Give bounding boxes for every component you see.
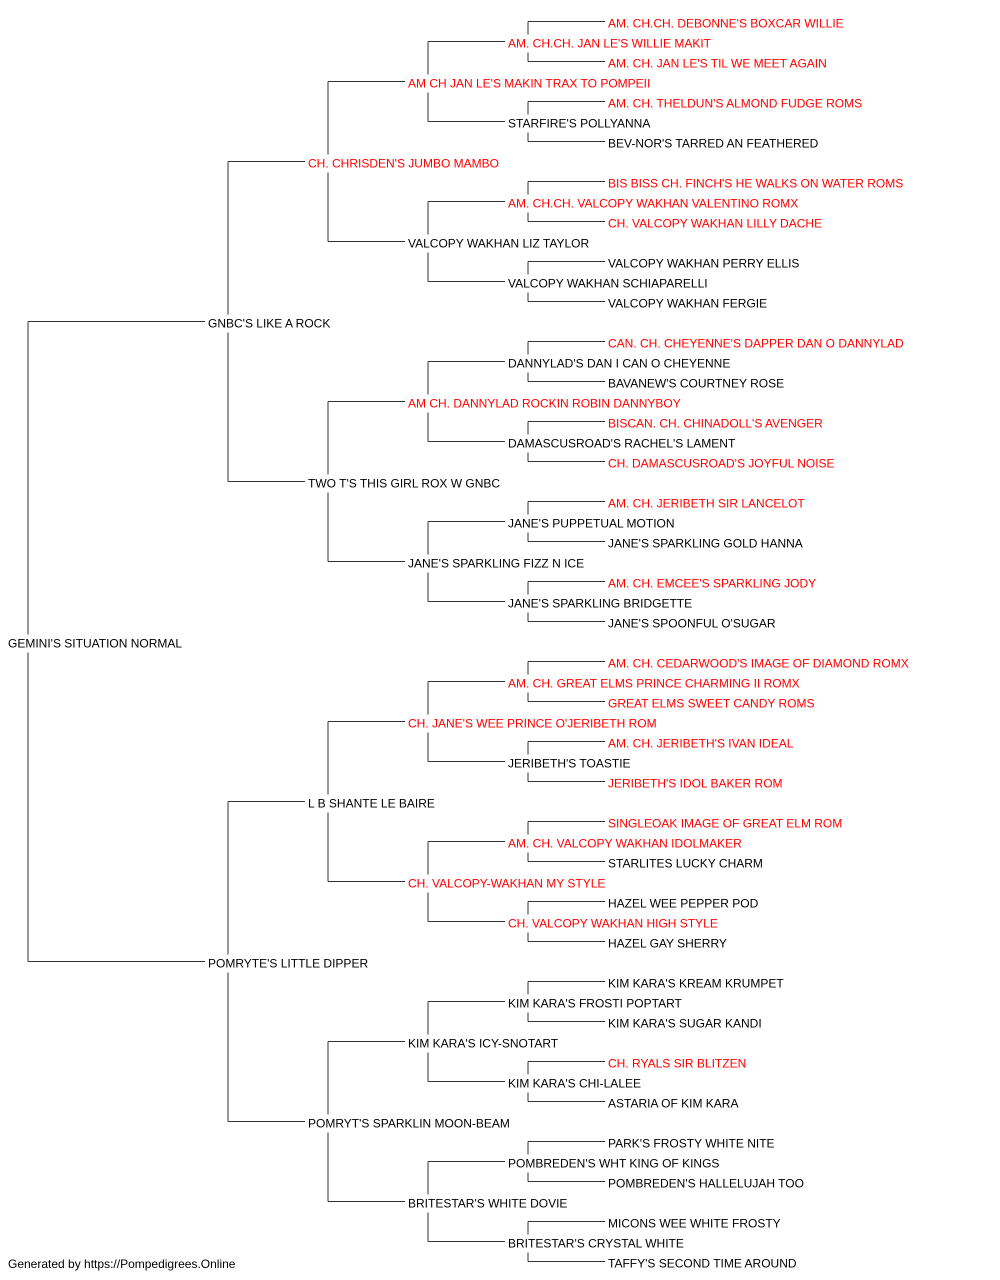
pedigree-name-gen4: STARFIRE'S POLLYANNA [508, 117, 650, 131]
pedigree-name-gen5: MICONS WEE WHITE FROSTY [608, 1217, 781, 1231]
pedigree-name-gen5: AM. CH. JERIBETH'S IVAN IDEAL [608, 737, 794, 751]
pedigree-name-gen4: AM. CH.CH. VALCOPY WAKHAN VALENTINO ROMX [508, 197, 798, 211]
pedigree-name-gen4: BRITESTAR'S CRYSTAL WHITE [508, 1237, 684, 1251]
pedigree-name-gen5: JANE'S SPOONFUL O'SUGAR [608, 617, 776, 631]
pedigree-name-gen2: TWO T'S THIS GIRL ROX W GNBC [308, 477, 500, 491]
pedigree-name-gen4: CH. VALCOPY WAKHAN HIGH STYLE [508, 917, 718, 931]
pedigree-name-gen5: TAFFY'S SECOND TIME AROUND [608, 1257, 797, 1271]
pedigree-name-gen3: VALCOPY WAKHAN LIZ TAYLOR [408, 237, 589, 251]
pedigree-name-gen3: CH. VALCOPY-WAKHAN MY STYLE [408, 877, 605, 891]
pedigree-name-gen5: CH. RYALS SIR BLITZEN [608, 1057, 746, 1071]
pedigree-name-gen5: PARK'S FROSTY WHITE NITE [608, 1137, 775, 1151]
pedigree-name-gen5: BAVANEW'S COURTNEY ROSE [608, 377, 784, 391]
pedigree-name-gen4: JANE'S SPARKLING BRIDGETTE [508, 597, 692, 611]
pedigree-name-gen2: CH. CHRISDEN'S JUMBO MAMBO [308, 157, 499, 171]
pedigree-name-gen5: AM. CH. JERIBETH SIR LANCELOT [608, 497, 805, 511]
pedigree-name-gen5: BIS BISS CH. FINCH'S HE WALKS ON WATER R… [608, 177, 903, 191]
pedigree-name-gen5: AM. CH. THELDUN'S ALMOND FUDGE ROMS [608, 97, 862, 111]
pedigree-name-gen2: L B SHANTE LE BAIRE [308, 797, 435, 811]
pedigree-name-gen5: KIM KARA'S SUGAR KANDI [608, 1017, 762, 1031]
pedigree-name-gen3: AM CH. DANNYLAD ROCKIN ROBIN DANNYBOY [408, 397, 681, 411]
pedigree-name-gen5: VALCOPY WAKHAN FERGIE [608, 297, 767, 311]
pedigree-name-gen5: AM. CH. EMCEE'S SPARKLING JODY [608, 577, 816, 591]
pedigree-name-gen5: AM. CH. JAN LE'S TIL WE MEET AGAIN [608, 57, 827, 71]
pedigree-name-gen4: DAMASCUSROAD'S RACHEL'S LAMENT [508, 437, 736, 451]
pedigree-name-gen5: VALCOPY WAKHAN PERRY ELLIS [608, 257, 799, 271]
pedigree-name-gen5: SINGLEOAK IMAGE OF GREAT ELM ROM [608, 817, 842, 831]
pedigree-name-gen5: GREAT ELMS SWEET CANDY ROMS [608, 697, 814, 711]
pedigree-name-gen4: JERIBETH'S TOASTIE [508, 757, 631, 771]
pedigree-name-gen2: POMRYT'S SPARKLIN MOON-BEAM [308, 1117, 510, 1131]
pedigree-name-gen5: ASTARIA OF KIM KARA [608, 1097, 738, 1111]
pedigree-name-gen5: AM. CH.CH. DEBONNE'S BOXCAR WILLIE [608, 17, 844, 31]
footer-credit: Generated by https://Pompedigrees.Online [8, 1257, 236, 1271]
pedigree-name-gen5: CH. DAMASCUSROAD'S JOYFUL NOISE [608, 457, 835, 471]
pedigree-name-gen5: CAN. CH. CHEYENNE'S DAPPER DAN O DANNYLA… [608, 337, 904, 351]
pedigree-name-gen4: DANNYLAD'S DAN I CAN O CHEYENNE [508, 357, 730, 371]
pedigree-name-gen5: HAZEL WEE PEPPER POD [608, 897, 759, 911]
pedigree-name-gen5: POMBREDEN'S HALLELUJAH TOO [608, 1177, 804, 1191]
pedigree-name-gen3: KIM KARA'S ICY-SNOTART [408, 1037, 559, 1051]
pedigree-name-gen4: JANE'S PUPPETUAL MOTION [508, 517, 675, 531]
pedigree-name-gen3: AM CH JAN LE'S MAKIN TRAX TO POMPEII [408, 77, 650, 91]
pedigree-name-gen5: JANE'S SPARKLING GOLD HANNA [608, 537, 803, 551]
pedigree-name-gen3: JANE'S SPARKLING FIZZ N ICE [408, 557, 584, 571]
pedigree-name-gen5: HAZEL GAY SHERRY [608, 937, 727, 951]
pedigree-name-gen1: GNBC'S LIKE A ROCK [208, 317, 330, 331]
pedigree-name-gen4: POMBREDEN'S WHT KING OF KINGS [508, 1157, 719, 1171]
pedigree-name-gen3: BRITESTAR'S WHITE DOVIE [408, 1197, 567, 1211]
pedigree-name-gen5: JERIBETH'S IDOL BAKER ROM [608, 777, 783, 791]
pedigree-name-gen3: CH. JANE'S WEE PRINCE O'JERIBETH ROM [408, 717, 657, 731]
pedigree-name-gen4: VALCOPY WAKHAN SCHIAPARELLI [508, 277, 708, 291]
pedigree-name-gen4: AM. CH. GREAT ELMS PRINCE CHARMING II RO… [508, 677, 800, 691]
pedigree-name-gen5: STARLITES LUCKY CHARM [608, 857, 763, 871]
pedigree-name-gen5: BEV-NOR'S TARRED AN FEATHERED [608, 137, 819, 151]
pedigree-name-gen4: AM. CH. VALCOPY WAKHAN IDOLMAKER [508, 837, 742, 851]
pedigree-name-gen5: CH. VALCOPY WAKHAN LILLY DACHE [608, 217, 822, 231]
pedigree-name-gen0: GEMINI'S SITUATION NORMAL [8, 637, 182, 651]
pedigree-name-gen4: KIM KARA'S FROSTI POPTART [508, 997, 683, 1011]
pedigree-name-gen5: BISCAN. CH. CHINADOLL'S AVENGER [608, 417, 823, 431]
pedigree-name-gen5: KIM KARA'S KREAM KRUMPET [608, 977, 784, 991]
pedigree-name-gen4: KIM KARA'S CHI-LALEE [508, 1077, 641, 1091]
pedigree-name-gen1: POMRYTE'S LITTLE DIPPER [208, 957, 368, 971]
pedigree-name-gen4: AM. CH.CH. JAN LE'S WILLIE MAKIT [508, 37, 712, 51]
pedigree-name-gen5: AM. CH. CEDARWOOD'S IMAGE OF DIAMOND ROM… [608, 657, 909, 671]
